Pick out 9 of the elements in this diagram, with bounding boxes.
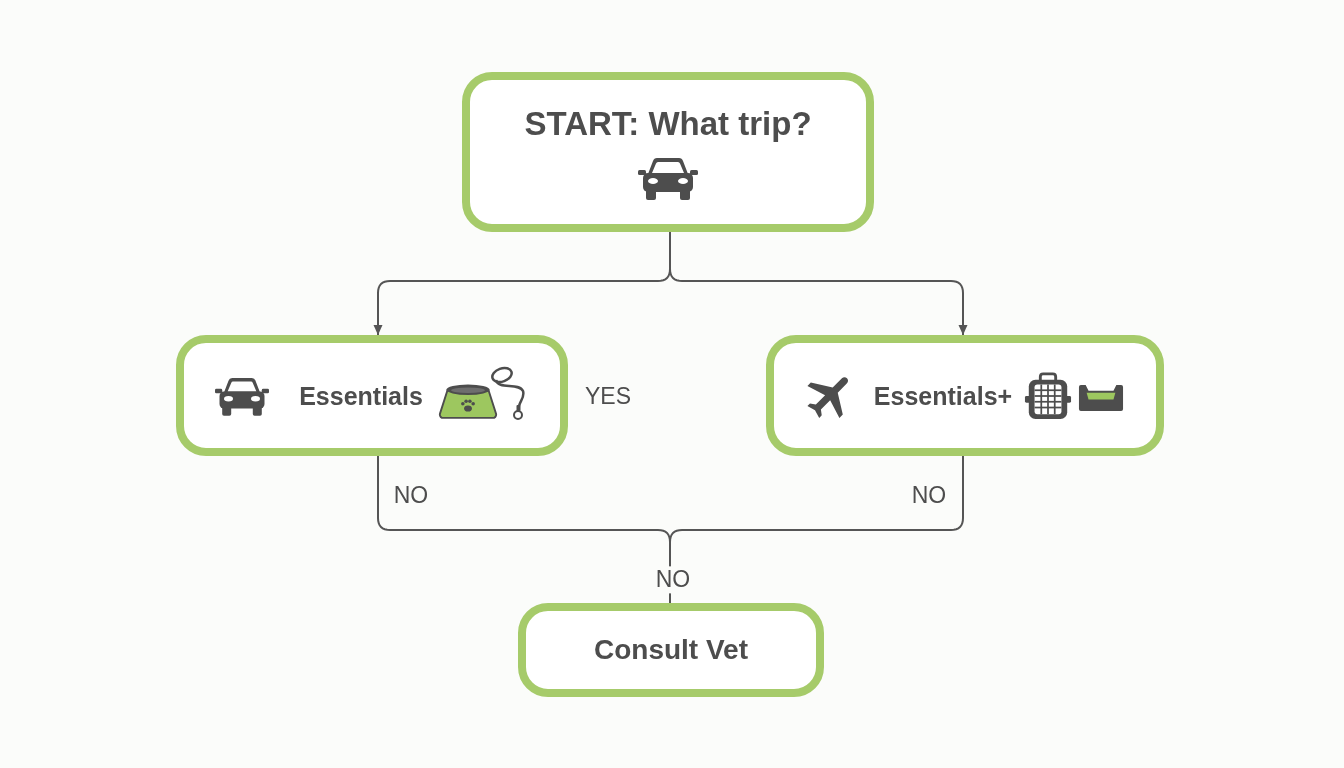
process-box [766, 335, 1164, 456]
process-box [518, 603, 824, 697]
box-label: Essentials [299, 380, 423, 411]
start-box [462, 72, 874, 232]
box-label: Essentials+ [873, 380, 1013, 411]
branch-label: YES [585, 384, 631, 410]
box-label: START: What trip? [524, 104, 812, 144]
box-label: Consult Vet [594, 633, 748, 667]
process-box [176, 335, 568, 456]
